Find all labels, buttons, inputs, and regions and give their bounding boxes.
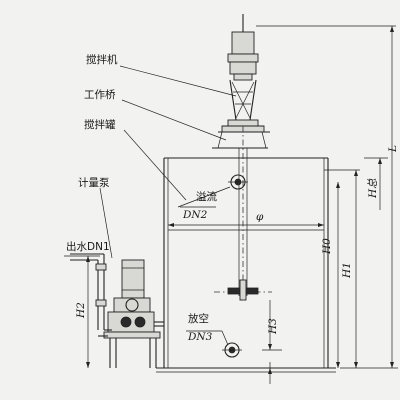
h0-label: H0 [321, 238, 333, 255]
agitator-assembly [212, 14, 270, 149]
tank-body [156, 157, 336, 373]
drain-nozzle [222, 342, 242, 358]
agitator-motor [231, 31, 255, 55]
overflow-label: 溢流 [196, 190, 217, 203]
gearbox [229, 61, 257, 75]
h1-dimension: H1 [341, 170, 358, 368]
agitator-label: 搅拌机 [86, 53, 118, 66]
h2-dimension: H2 [64, 255, 100, 368]
pump-base [103, 331, 161, 339]
motor-flange [227, 53, 259, 63]
diameter-label: φ [256, 211, 264, 223]
l-dimension: L [256, 25, 399, 369]
pump-label: 计量泵 [78, 176, 110, 189]
tank-label: 搅拌罐 [84, 118, 116, 131]
metering-pump [103, 259, 164, 368]
diameter-dimension: φ [168, 211, 324, 227]
outlet-label: 出水DN1 [66, 240, 110, 253]
htotal-dimension: H总 [364, 157, 388, 210]
leader-lines [99, 65, 237, 346]
drain-label: 放空 [188, 312, 209, 325]
overflow-dn-label: DN2 [182, 209, 208, 221]
h0-dimension: H0 [321, 169, 360, 368]
htotal-label: H总 [367, 178, 379, 199]
pump-motor [121, 259, 145, 299]
h1-label: H1 [341, 262, 353, 279]
h3-label: H3 [267, 318, 279, 335]
bridge-label: 工作桥 [84, 89, 116, 101]
l-label: L [387, 145, 399, 153]
impeller [214, 279, 272, 301]
outlet-pipe [70, 253, 112, 337]
h3-dimension: H3 [262, 300, 282, 384]
overflow-nozzle [228, 174, 248, 190]
h2-label: H2 [75, 302, 87, 319]
drain-dn-label: DN3 [187, 331, 213, 343]
